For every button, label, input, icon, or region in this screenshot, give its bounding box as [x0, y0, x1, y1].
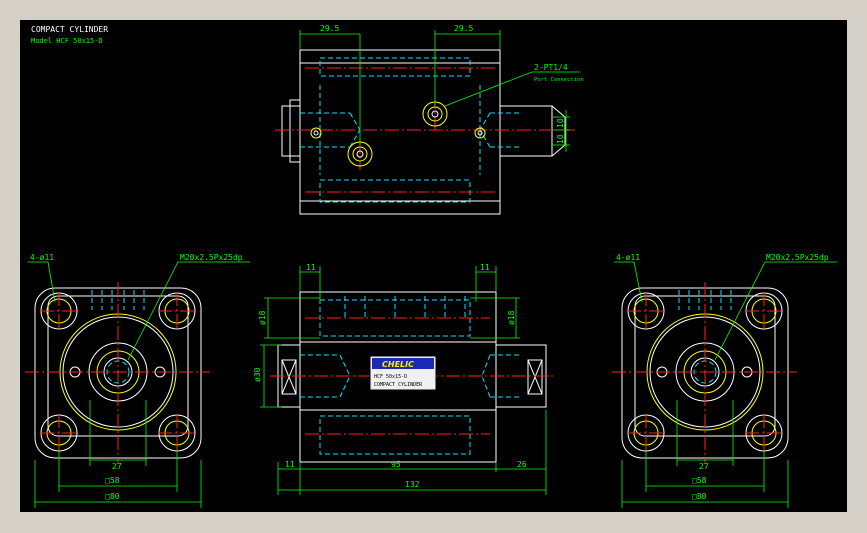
left-end-view: 4-ø11 M20x2.5Px25dp 27 □58 □80	[25, 253, 250, 508]
front-dim-d30: ø30	[253, 367, 262, 382]
dim-10-upper: 10	[556, 118, 565, 128]
left-dim-80: □80	[105, 492, 120, 501]
nameplate-brand: CHELIC	[382, 360, 414, 369]
front-dim-11-top-left: 11	[306, 263, 316, 272]
left-dim-58: □58	[105, 476, 120, 485]
front-dim-d18-right: ø18	[507, 310, 516, 325]
dim-29-5-left: 29.5	[320, 24, 339, 33]
nameplate-type: COMPACT CYLINDER	[374, 382, 423, 388]
front-dim-11: 11	[285, 460, 295, 469]
nameplate-model: HCF 50x15-D	[374, 374, 407, 380]
right-holes-label: 4-ø11	[616, 253, 640, 262]
dim-29-5-right: 29.5	[454, 24, 473, 33]
front-dim-11-top-right: 11	[480, 263, 490, 272]
right-dim-80: □80	[692, 492, 707, 501]
front-dim-d18-left: ø18	[258, 310, 267, 325]
port-label: 2-PT1/4	[534, 63, 568, 72]
front-dim-132: 132	[405, 480, 420, 489]
right-dim-58: □58	[692, 476, 707, 485]
left-thread-label: M20x2.5Px25dp	[180, 253, 243, 262]
drawing-title: COMPACT CYLINDER	[31, 25, 108, 34]
cad-viewport[interactable]: COMPACT CYLINDER Model HCF 50x15-D	[20, 20, 847, 512]
right-end-view: 4-ø11 M20x2.5Px25dp 27 □58 □80	[612, 253, 837, 508]
dim-10-lower: 10	[556, 134, 565, 144]
left-holes-label: 4-ø11	[30, 253, 54, 262]
top-view: 29.5 29.5 2-PT1/4 Port Connection 10 10	[275, 24, 584, 215]
port-sublabel: Port Connection	[534, 77, 584, 83]
cad-drawing: COMPACT CYLINDER Model HCF 50x15-D	[25, 24, 837, 508]
right-dim-27: 27	[699, 462, 709, 471]
drawing-model: Model HCF 50x15-D	[31, 37, 103, 45]
right-thread-label: M20x2.5Px25dp	[766, 253, 829, 262]
front-view: CHELIC HCF 50x15-D COMPACT CYLINDER 11 1…	[253, 263, 555, 495]
front-dim-95: 95	[391, 460, 401, 469]
front-dim-26: 26	[517, 460, 527, 469]
top-view-body	[299, 49, 501, 215]
left-dim-27: 27	[112, 462, 122, 471]
